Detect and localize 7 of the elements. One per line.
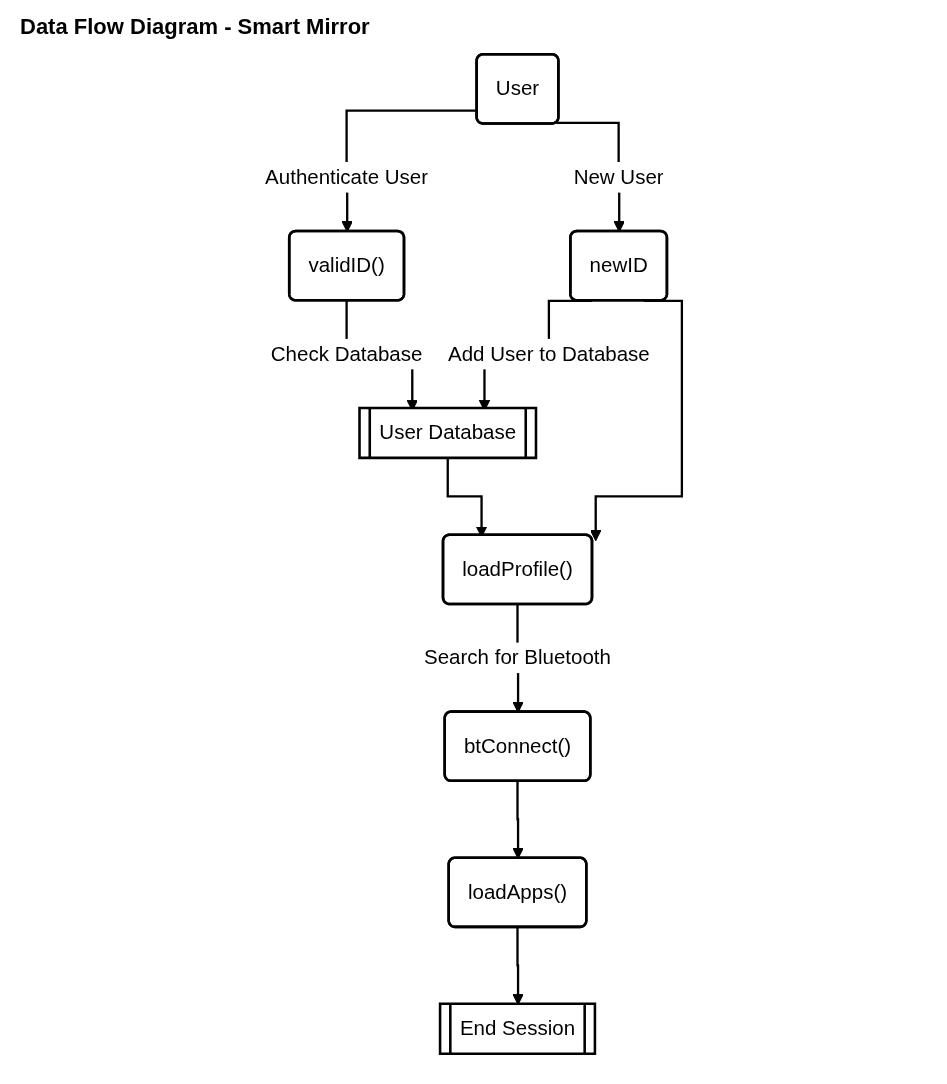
edge-label: Search for Bluetooth xyxy=(424,646,611,669)
arrow xyxy=(590,299,684,542)
diagram-title: Data Flow Diagram - Smart Mirror xyxy=(20,14,371,40)
edge-label: Authenticate User xyxy=(265,165,429,188)
edge-label: Add User to Database xyxy=(448,342,650,365)
edge-label: New User xyxy=(573,165,664,188)
edge-label: Check Database xyxy=(270,342,423,365)
